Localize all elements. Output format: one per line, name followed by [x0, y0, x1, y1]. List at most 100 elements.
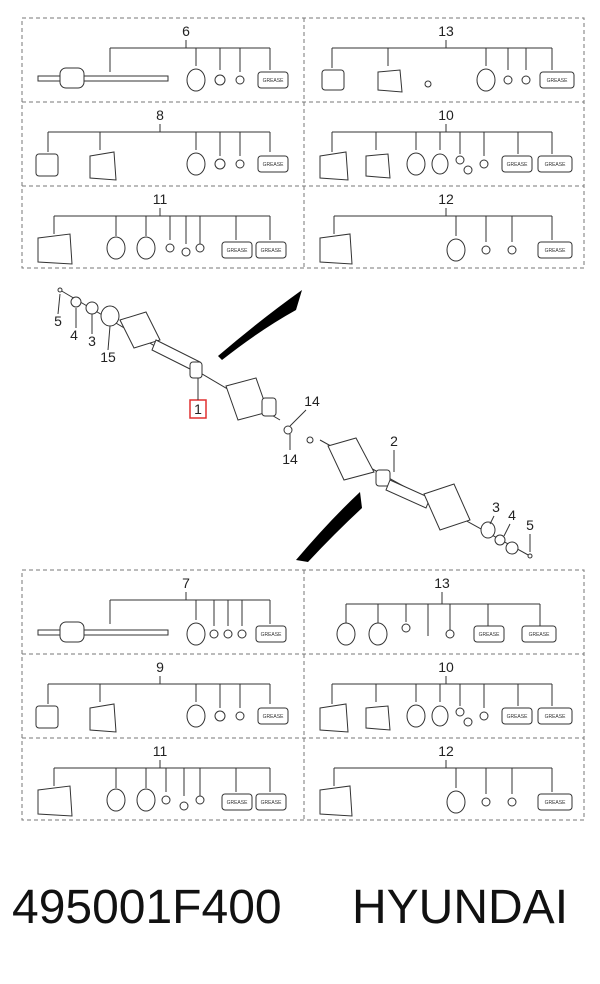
ring-icon	[179, 801, 189, 811]
boot-icon	[365, 153, 391, 179]
grease-label: GREASE	[545, 800, 567, 806]
ring-icon	[431, 153, 449, 175]
shaft-icon	[385, 479, 431, 509]
clip-icon	[424, 80, 432, 88]
ring-icon	[481, 245, 491, 255]
ring-icon	[336, 622, 356, 646]
ring-icon	[481, 797, 491, 807]
exploded-axle-view: 5 4 3 15 1 14 14 2 3 4 5	[54, 287, 534, 562]
callout-label: 5	[54, 313, 62, 329]
ring-icon	[209, 629, 219, 639]
washer-icon	[494, 534, 506, 546]
grease-pack-icon	[255, 625, 287, 643]
kit-9: 9 GREASE	[35, 659, 289, 733]
grease-pack-icon	[221, 793, 253, 811]
callout-label: 4	[70, 327, 78, 343]
nut-icon	[70, 296, 82, 308]
kit-label: 13	[438, 23, 454, 39]
ring-icon	[503, 75, 513, 85]
grease-pack-icon	[521, 625, 557, 643]
ring-icon	[479, 711, 489, 721]
ring-icon	[507, 245, 517, 255]
inner-cv-joint-icon	[327, 437, 375, 481]
grease-label: GREASE	[261, 632, 283, 638]
ring-icon	[445, 629, 455, 639]
grease-label: GREASE	[545, 162, 567, 168]
grease-label: GREASE	[545, 714, 567, 720]
callout-label: 2	[390, 433, 398, 449]
boot-icon	[377, 69, 403, 93]
ring-icon	[368, 622, 388, 646]
grease-pack-icon	[537, 707, 573, 725]
ring-icon	[100, 305, 120, 327]
kit-label: 11	[153, 191, 168, 207]
kit-label: 10	[438, 107, 454, 123]
damper-icon	[375, 469, 391, 487]
grease-label: GREASE	[263, 78, 285, 84]
ring-icon	[161, 795, 171, 805]
kit-7: 7 GREASE	[37, 575, 287, 646]
axle-shaft-icon	[37, 75, 169, 82]
kit-label: 7	[182, 575, 190, 591]
ring-icon	[431, 705, 449, 727]
ring-icon	[181, 247, 191, 257]
grease-pack-icon	[257, 71, 289, 89]
grease-label: GREASE	[263, 714, 285, 720]
callout-label: 3	[492, 499, 500, 515]
kit-label: 12	[438, 743, 454, 759]
callout-label: 15	[100, 349, 116, 365]
kit-label: 10	[438, 659, 454, 675]
ring-icon	[195, 243, 205, 253]
ring-icon	[106, 788, 126, 812]
cv-housing-icon	[35, 705, 59, 729]
part-number: 495001F400	[12, 881, 282, 934]
ring-icon	[214, 158, 226, 170]
boot-icon	[37, 785, 73, 817]
grease-pack-icon	[255, 241, 287, 259]
ring-icon	[406, 704, 426, 728]
boot-icon	[319, 233, 353, 265]
grease-pack-icon	[537, 241, 573, 259]
caption: 495001F400 HYUNDAI	[0, 872, 600, 952]
ring-icon	[446, 238, 466, 262]
outer-cv-joint-icon	[423, 483, 471, 531]
tripod-housing-icon	[261, 397, 277, 417]
grease-pack-icon	[539, 71, 575, 89]
ring-icon	[463, 165, 473, 175]
ring-icon	[186, 152, 206, 176]
kit-12: 12 GREASE	[319, 743, 573, 817]
top-kit-grid: 6 GREASE 13	[21, 17, 585, 269]
boot-icon	[365, 705, 391, 731]
ring-icon	[406, 152, 426, 176]
callout-label: 4	[508, 507, 516, 523]
grease-label: GREASE	[227, 248, 249, 254]
kit-label: 8	[156, 107, 164, 123]
grease-pack-icon	[257, 155, 289, 173]
kit-label: 9	[156, 659, 164, 675]
ring-icon	[223, 629, 233, 639]
kit-13: 13 GREASE GREASE	[336, 575, 557, 646]
kit-label: 13	[434, 575, 450, 591]
cotter-pin-icon	[527, 553, 533, 559]
callout-label: 3	[88, 333, 96, 349]
nut-icon	[505, 541, 519, 555]
kit-12: 12 GREASE	[319, 191, 573, 265]
cv-housing-icon	[35, 153, 59, 177]
ring-icon	[507, 797, 517, 807]
kit-13: 13 GREASE	[321, 23, 575, 93]
kit-10: 10 GREASE GREASE	[319, 659, 573, 733]
ring-icon	[136, 236, 156, 260]
kit-label: 12	[438, 191, 454, 207]
ring-icon	[476, 68, 496, 92]
damper-icon	[189, 361, 203, 379]
kit-10: 10 GREASE GREASE	[319, 107, 573, 181]
ring-icon	[235, 159, 245, 169]
break-mark-upper	[218, 290, 302, 360]
kit-label: 6	[182, 23, 190, 39]
callout-label-highlight: 1	[194, 401, 202, 417]
grease-pack-icon	[537, 155, 573, 173]
grease-pack-icon	[221, 241, 253, 259]
callout-label: 5	[526, 517, 534, 533]
grease-pack-icon	[255, 793, 287, 811]
grease-label: GREASE	[227, 800, 249, 806]
